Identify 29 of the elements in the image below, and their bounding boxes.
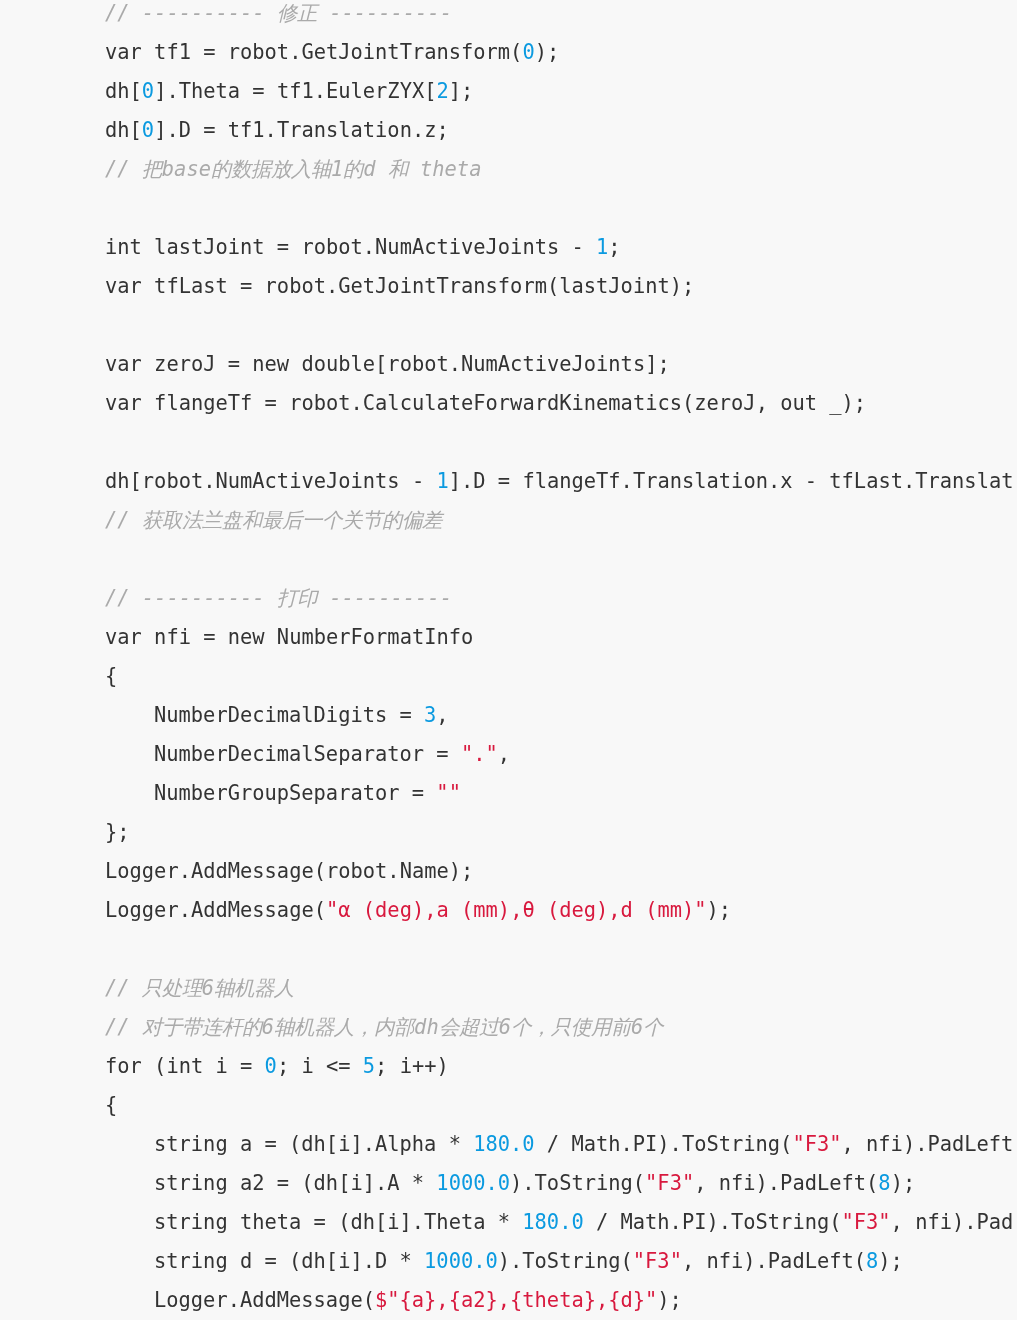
code-line: var zeroJ = new double[robot.NumActiveJoints]; bbox=[105, 351, 671, 378]
code-line: string theta = (dh[i].Theta * 180.0 / Math.PI).ToString("F3", nfi).Pad bbox=[154, 1209, 1015, 1236]
code-line: NumberGroupSeparator = "" bbox=[154, 780, 462, 807]
code-line: string a = (dh[i].Alpha * 180.0 / Math.PI).ToString("F3", nfi).PadLeft bbox=[154, 1131, 1015, 1158]
code-line: var tfLast = robot.GetJointTransform(lastJoint); bbox=[105, 273, 696, 300]
code-line: dh[0].D = tf1.Translation.z; bbox=[105, 117, 450, 144]
code-line: NumberDecimalSeparator = ".", bbox=[154, 741, 512, 768]
code-comment: // ---------- 打印 ---------- bbox=[105, 585, 453, 612]
code-line: var tf1 = robot.GetJointTransform(0); bbox=[105, 39, 561, 66]
code-line: for (int i = 0; i <= 5; i++) bbox=[105, 1053, 450, 1080]
code-line: var nfi = new NumberFormatInfo bbox=[105, 624, 475, 651]
code-line: var flangeTf = robot.CalculateForwardKinematics(zeroJ, out _); bbox=[105, 390, 868, 417]
code-comment: // 获取法兰盘和最后一个关节的偏差 bbox=[105, 507, 445, 534]
code-line: int lastJoint = robot.NumActiveJoints - 1; bbox=[105, 234, 622, 261]
code-line: string d = (dh[i].D * 1000.0).ToString("F3", nfi).PadLeft(8); bbox=[154, 1248, 904, 1275]
code-comment: // 只处理6轴机器人 bbox=[105, 975, 296, 1002]
code-line: string a2 = (dh[i].A * 1000.0).ToString("F3", nfi).PadLeft(8); bbox=[154, 1170, 917, 1197]
code-line: Logger.AddMessage($"{a},{a2},{theta},{d}"); bbox=[154, 1287, 683, 1314]
code-comment: // ---------- 修正 ---------- bbox=[105, 0, 453, 27]
code-line: { bbox=[105, 1092, 119, 1119]
code-comment: // 对于带连杆的6轴机器人，内部dh会超过6个，只使用前6个 bbox=[105, 1014, 666, 1041]
code-line: dh[robot.NumActiveJoints - 1].D = flangeTf.Translation.x - tfLast.Translat bbox=[105, 468, 1015, 495]
code-line: NumberDecimalDigits = 3, bbox=[154, 702, 450, 729]
code-line: { bbox=[105, 663, 119, 690]
code-line: Logger.AddMessage(robot.Name); bbox=[105, 858, 475, 885]
code-line: Logger.AddMessage("α (deg),a (mm),θ (deg),d (mm)"); bbox=[105, 897, 733, 924]
code-comment: // 把base的数据放入轴1的d 和 theta bbox=[105, 156, 483, 183]
code-line: dh[0].Theta = tf1.EulerZYX[2]; bbox=[105, 78, 475, 105]
code-line: }; bbox=[105, 819, 131, 846]
